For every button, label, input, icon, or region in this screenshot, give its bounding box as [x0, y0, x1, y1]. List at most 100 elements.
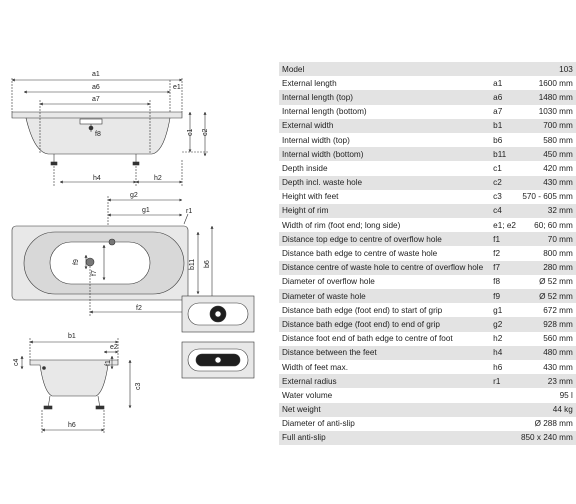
- table-row: Diameter of anti-slip Ø 288 mm: [279, 417, 576, 431]
- table-cell-value: 570 - 605 mm: [522, 192, 573, 202]
- table-cell-value: 928 mm: [517, 317, 576, 332]
- table-cell-symbol: b1: [485, 118, 518, 133]
- table-cell-symbol: h2: [493, 334, 503, 344]
- table-cell-symbol: f7: [485, 260, 518, 275]
- table-row: Internal length (bottom) a7 1030 mm: [279, 105, 576, 119]
- table-cell-value: 280 mm: [517, 260, 576, 275]
- table-cell-label: Internal width (top): [282, 135, 350, 145]
- label-c2: c2: [202, 129, 209, 137]
- table-cell-symbol: c1: [493, 163, 502, 173]
- table-cell-label: Depth inside: [282, 163, 328, 173]
- table-cell-label: Internal length (bottom): [282, 107, 367, 117]
- table-cell-label: Width of feet max.: [282, 362, 348, 372]
- table-cell-value: 1030 mm: [538, 107, 573, 117]
- table-cell-value: 95 l: [559, 390, 573, 400]
- table-cell-label: Internal length (top): [279, 90, 486, 105]
- table-cell-label: Width of rim (foot end; long side): [282, 220, 401, 230]
- table-cell-symbol: e1; e2: [493, 220, 516, 230]
- table-cell-symbol: g2: [485, 317, 518, 332]
- table-cell-value: 480 mm: [517, 345, 576, 360]
- table-cell-symbol: [485, 62, 518, 77]
- label-g1: g1: [142, 207, 150, 214]
- table-cell-symbol: g1: [493, 305, 503, 315]
- table-row: Depth inside c1 420 mm: [279, 161, 576, 175]
- table-cell-value: 70 mm: [517, 232, 576, 247]
- side-view: [11, 78, 208, 186]
- table-cell-value: 580 mm: [543, 135, 573, 145]
- table-row: Height with feet c3 570 - 605 mm: [279, 190, 576, 204]
- table-cell-symbol: c3: [493, 192, 502, 202]
- table-cell-label: Distance centre of waste hole to centre …: [279, 260, 486, 275]
- table-cell-symbol: [485, 430, 518, 446]
- label-f8: f8: [95, 131, 101, 138]
- table-cell-label: Diameter of anti-slip: [282, 419, 355, 429]
- table-cell-symbol: [485, 402, 518, 417]
- label-c1: c1: [187, 129, 194, 137]
- table-cell-label: Distance top edge to centre of overflow …: [279, 232, 486, 247]
- table-cell-label: Diameter of waste hole: [279, 289, 486, 304]
- thumbnail-full: [181, 341, 255, 379]
- table-cell-symbol: f1: [485, 232, 518, 247]
- table-row: Distance bath edge to centre of waste ho…: [279, 246, 576, 260]
- table-cell-value: Ø 52 mm: [517, 289, 576, 304]
- table-cell-label: Full anti-slip: [279, 430, 486, 446]
- table-cell-label: Height with feet: [282, 192, 339, 202]
- table-row: Distance bath edge (foot end) to end of …: [279, 317, 576, 332]
- table-cell-label: Model: [279, 62, 486, 77]
- label-c3: c3: [135, 383, 142, 391]
- table-cell-value: 1480 mm: [517, 90, 576, 105]
- table-cell-label: Distance between the feet: [279, 345, 486, 360]
- table-cell-label: Distance foot end of bath edge to centre…: [282, 334, 453, 344]
- table-cell-symbol: [485, 417, 518, 431]
- table-cell-value: 44 kg: [517, 402, 576, 417]
- label-a6: a6: [92, 84, 100, 91]
- table-row: Distance foot end of bath edge to centre…: [279, 332, 576, 346]
- label-f7: f7: [91, 270, 98, 276]
- table-cell-symbol: c4: [485, 203, 518, 219]
- thumbnail-oval: [181, 295, 255, 333]
- table-cell-label: External width: [279, 118, 486, 133]
- table-row: Distance bath edge (foot end) to start o…: [279, 303, 576, 317]
- table-cell-label: Internal width (bottom): [279, 147, 486, 162]
- end-view: [20, 338, 132, 434]
- label-c4: c4: [13, 359, 20, 367]
- table-row: Distance centre of waste hole to centre …: [279, 260, 576, 275]
- table-cell-label: Distance bath edge (foot end) to start o…: [282, 305, 443, 315]
- table-cell-label: Height of rim: [279, 203, 486, 219]
- label-e1: e1: [173, 84, 181, 91]
- label-h6: h6: [68, 422, 76, 429]
- table-cell-value: 672 mm: [543, 305, 573, 315]
- table-cell-symbol: a7: [493, 107, 503, 117]
- table-cell-label: Distance bath edge (foot end) to end of …: [279, 317, 486, 332]
- table-cell-label: Water volume: [282, 390, 333, 400]
- table-cell-symbol: b6: [493, 135, 503, 145]
- table-row: Full anti-slip 850 x 240 mm: [279, 430, 576, 446]
- label-h2: h2: [154, 175, 162, 182]
- table-cell-label: Depth incl. waste hole: [279, 175, 486, 190]
- table-row: Distance top edge to centre of overflow …: [279, 232, 576, 247]
- table-cell-symbol: a6: [485, 90, 518, 105]
- table-cell-symbol: b11: [485, 147, 518, 162]
- table-cell-value: Ø 288 mm: [534, 419, 573, 429]
- table-cell-value: 560 mm: [543, 334, 573, 344]
- table-cell-value: 32 mm: [517, 203, 576, 219]
- table-cell-label: External length: [282, 78, 337, 88]
- table-cell-value: 420 mm: [543, 163, 573, 173]
- table-cell-value: 850 x 240 mm: [517, 430, 576, 446]
- label-a1: a1: [92, 71, 100, 78]
- table-cell-value: 23 mm: [517, 374, 576, 389]
- label-r1: r1: [186, 208, 192, 215]
- table-cell-label: Distance bath edge to centre of waste ho…: [282, 249, 438, 259]
- table-row: Width of rim (foot end; long side) e1; e2…: [279, 218, 576, 232]
- table-cell-symbol: r1: [485, 374, 518, 389]
